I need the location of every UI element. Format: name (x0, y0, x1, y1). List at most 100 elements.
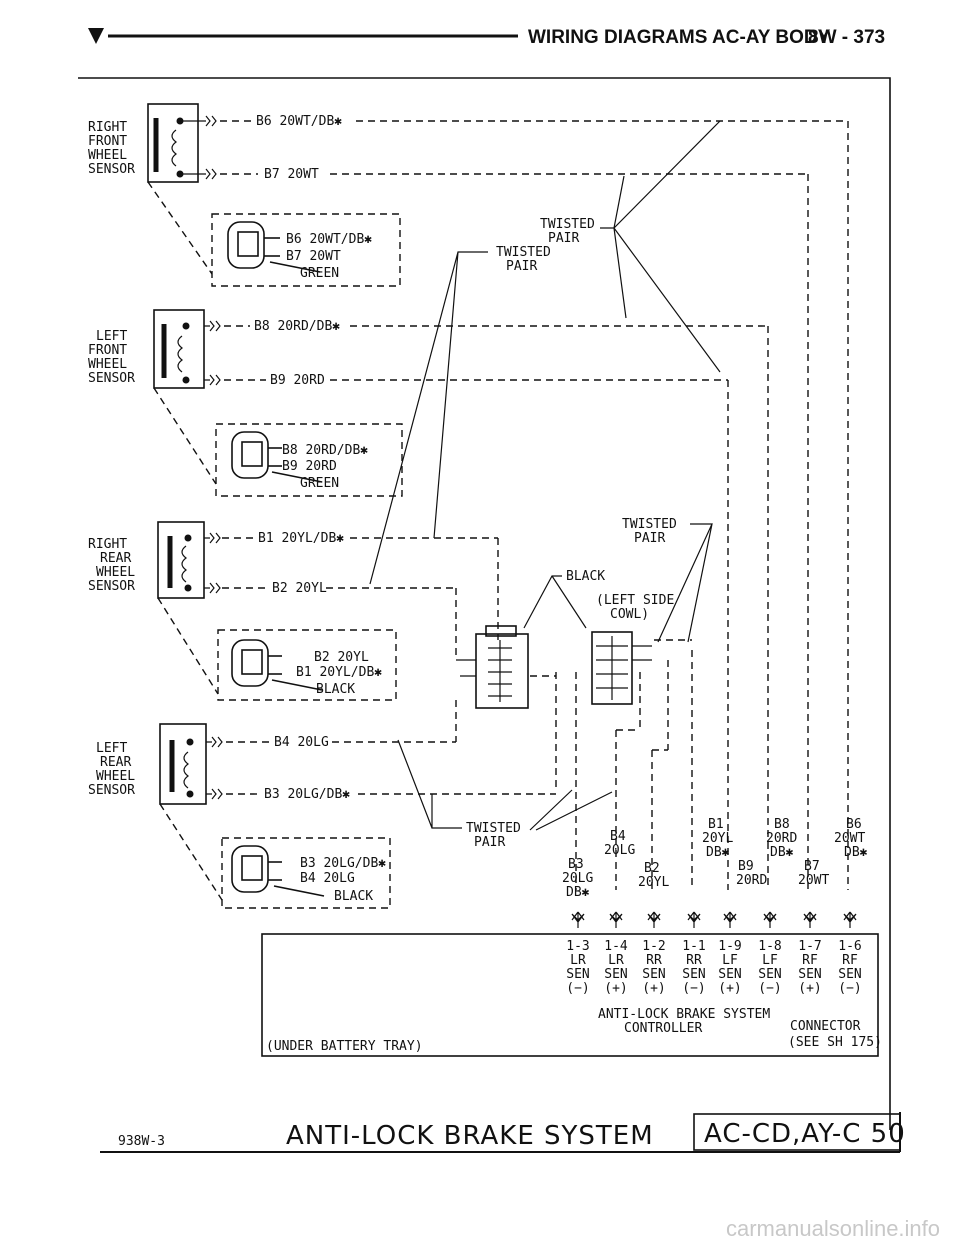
twisted-pair-front: TWISTED PAIR (540, 120, 721, 373)
pin-pol: (+) (642, 981, 665, 996)
pin-sen: SEN (604, 967, 627, 982)
wire-label: 20YL (638, 875, 669, 890)
conn-label: B6 20WT/DB✱ (286, 232, 372, 247)
connector-housing (591, 631, 633, 705)
twisted-pair-rear-right: TWISTED PAIR (369, 245, 551, 585)
wire-label: B9 (738, 859, 754, 874)
sensor-right-rear: RIGHT REAR WHEEL SENSOR B1 20YL/DB✱ B2 2… (88, 521, 499, 701)
wire-label: B4 (610, 829, 626, 844)
sensor-label-line: WHEEL (88, 357, 127, 372)
pin-sen: SEN (758, 967, 781, 982)
wire-label: B6 20WT/DB✱ (256, 114, 342, 129)
conn-label: B3 20LG/DB✱ (300, 856, 386, 871)
controller-wire-labels: B3 20LG DB✱ B4 20LG B2 20YL B1 20YL DB✱ … (562, 817, 868, 900)
coil-icon (177, 335, 183, 373)
pin-pos: RR (686, 953, 702, 968)
pin-pos: LR (608, 953, 624, 968)
controller-location: (UNDER BATTERY TRAY) (266, 1039, 423, 1054)
conn-label: B2 20YL (314, 650, 369, 665)
terminal-arrow-icon (723, 911, 737, 928)
black-label: BLACK (566, 569, 605, 584)
sensor-body (153, 309, 205, 389)
sensor-label-line: FRONT (88, 134, 127, 149)
cowl-label: COWL) (610, 607, 649, 622)
twisted-pair-label: TWISTED (540, 217, 595, 232)
twisted-pair-cowl: TWISTED PAIR (622, 517, 713, 643)
sensor-label-line: REAR (100, 551, 131, 566)
conn-label: BLACK (316, 682, 355, 697)
pin-labels: 1-3LRSEN(−)1-4LRSEN(+)1-2RRSEN(+)1-1RRSE… (566, 939, 861, 996)
pin-sen: SEN (838, 967, 861, 982)
connector-housing (475, 633, 529, 709)
header-arrow-icon (88, 28, 104, 44)
controller-box (261, 933, 879, 1057)
sensor-right-front: RIGHT FRONT WHEEL SENSOR B6 20WT/DB✱ B7 … (88, 103, 849, 890)
pin-pos: LF (722, 953, 738, 968)
pin-pos: LR (570, 953, 586, 968)
wire-label: B1 (708, 817, 724, 832)
sensor-left-rear: LEFT REAR WHEEL SENSOR B4 20LG B3 20LG/D… (88, 700, 556, 909)
watermark: carmanualsonline.info (726, 1216, 940, 1241)
pin-id: 1-4 (604, 939, 628, 954)
conn-label: B8 20RD/DB✱ (282, 443, 368, 458)
twisted-pair-label: TWISTED (466, 821, 521, 836)
header-page: 8W - 373 (808, 27, 885, 48)
diagram-frame (78, 77, 891, 1130)
pin-pos: RF (842, 953, 858, 968)
inline-connector-cowl (591, 631, 652, 705)
sensor-label-line: WHEEL (96, 565, 135, 580)
sensor-label-line: SENSOR (88, 783, 135, 798)
pin-sen: SEN (718, 967, 741, 982)
terminal-arrow-icon (571, 911, 585, 928)
wire-label: DB✱ (706, 845, 730, 860)
twisted-pair-label: TWISTED (496, 245, 551, 260)
wire-label: 20LG (604, 843, 635, 858)
terminal-arrow-icon (687, 911, 701, 928)
wire-label: B2 20YL (272, 581, 327, 596)
pin-id: 1-2 (642, 939, 665, 954)
conn-label: GREEN (300, 266, 339, 281)
connector-ref: (SEE SH 175) (788, 1035, 882, 1050)
coil-icon (183, 751, 189, 789)
twisted-pair-label: PAIR (474, 835, 505, 850)
sensor-label-line: FRONT (88, 343, 127, 358)
sensor-body (147, 103, 199, 183)
pin-pol: (−) (682, 981, 705, 996)
conn-label: B7 20WT (286, 249, 341, 264)
wire-label: 20RD (766, 831, 797, 846)
twisted-pair-label: PAIR (634, 531, 665, 546)
pin-pol: (−) (758, 981, 781, 996)
pin-pol: (−) (838, 981, 861, 996)
sensor-label-line: LEFT (96, 741, 127, 756)
sensor-label-line: LEFT (96, 329, 127, 344)
wire-label: 20RD (736, 873, 767, 888)
connector-ref: CONNECTOR (790, 1019, 861, 1034)
pin-pos: RF (802, 953, 818, 968)
wire-label: B8 20RD/DB✱ (254, 319, 340, 334)
twisted-pair-rear-left: TWISTED PAIR (397, 739, 613, 850)
conn-label: B4 20LG (300, 871, 355, 886)
coil-icon (171, 129, 177, 167)
wire-label: B3 (568, 857, 584, 872)
wire-label: B4 20LG (274, 735, 329, 750)
conn-label: BLACK (334, 889, 373, 904)
wire-label: B2 (644, 861, 660, 876)
twisted-pair-label: PAIR (548, 231, 579, 246)
header-title: WIRING DIAGRAMS AC-AY BODY (528, 27, 831, 48)
terminal-arrow-icon (803, 911, 817, 928)
pin-id: 1-9 (718, 939, 741, 954)
cowl-label: (LEFT SIDE (596, 593, 674, 608)
wire-label: B7 (804, 859, 820, 874)
wire-label: B9 20RD (270, 373, 325, 388)
pin-pol: (+) (604, 981, 627, 996)
wire-label: B6 (846, 817, 862, 832)
sensor-label-line: REAR (100, 755, 131, 770)
terminal-arrows (571, 911, 857, 928)
terminal-arrow-icon (647, 911, 661, 928)
conn-label: B9 20RD (282, 459, 337, 474)
pin-sen: SEN (566, 967, 589, 982)
sensor-label-line: WHEEL (96, 769, 135, 784)
pin-pos: LF (762, 953, 778, 968)
pin-pol: (+) (798, 981, 821, 996)
pin-pol: (+) (718, 981, 741, 996)
